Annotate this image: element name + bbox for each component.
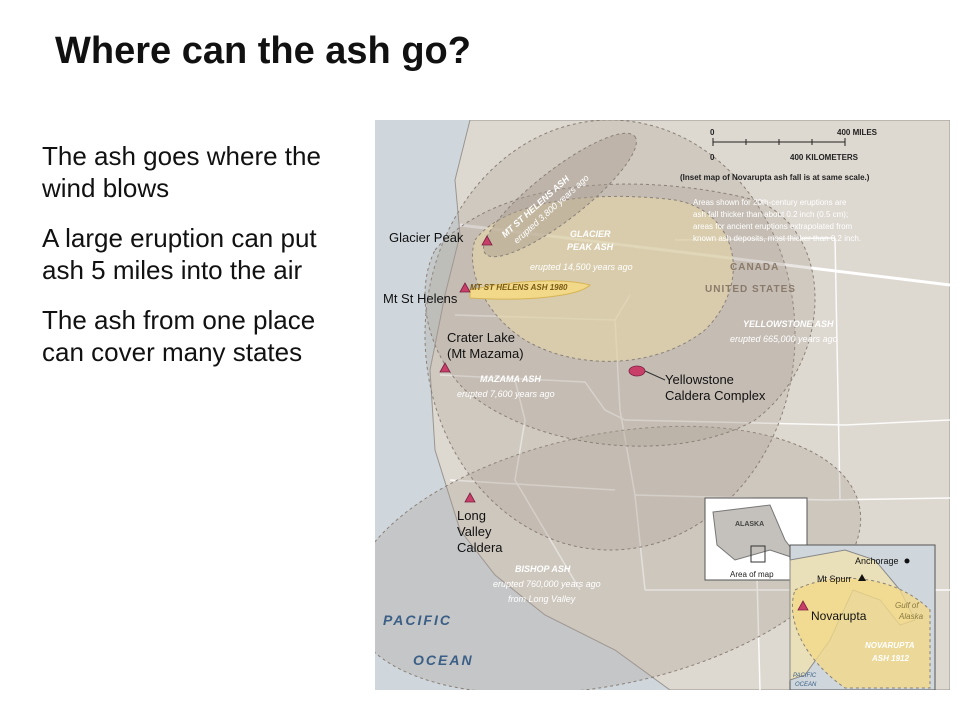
glacier-peak-ash-date: erupted 14,500 years ago bbox=[530, 262, 633, 272]
crater-lake-marker bbox=[439, 362, 451, 373]
st-helens-1980-label: MT ST HELENS ASH 1980 bbox=[470, 283, 568, 292]
bishop-ash-date-2: from Long Valley bbox=[508, 594, 576, 604]
inset-scale-note: (Inset map of Novarupta ash fall is at s… bbox=[680, 173, 870, 182]
ash-plumes bbox=[375, 120, 862, 690]
volcano-markers bbox=[439, 235, 646, 503]
svg-text:areas for ancient eruptions ex: areas for ancient eruptions extrapolated… bbox=[693, 222, 853, 231]
bullet-eruption-height: A large eruption can put ash 5 miles int… bbox=[42, 223, 317, 285]
pacific-label: PACIFIC bbox=[383, 612, 452, 628]
yellowstone-label-1: Yellowstone bbox=[665, 372, 734, 387]
legend-note: Areas shown for 20th-century eruptions a… bbox=[693, 198, 861, 243]
yellowstone-marker bbox=[628, 365, 646, 377]
glacier-peak-ash-plume bbox=[471, 195, 734, 362]
novarupta-inset: Anchorage Mt Spurr Novarupta Gulf of Ala… bbox=[789, 544, 936, 690]
long-valley-label-1: Long bbox=[457, 508, 486, 523]
st-helens-marker bbox=[459, 282, 471, 293]
mt-spurr-marker bbox=[858, 574, 866, 581]
area-of-map-label: Area of map bbox=[730, 570, 774, 579]
bullet-many-states: The ash from one place can cover many st… bbox=[42, 305, 316, 367]
bishop-ash-plume bbox=[375, 425, 862, 690]
scale-miles-end: 400 MILES bbox=[837, 128, 878, 137]
ash-fall-map: Glacier Peak Mt St Helens Crater Lake (M… bbox=[375, 120, 950, 690]
slide-title: Where can the ash go? bbox=[55, 30, 471, 72]
gulf-label-1: Gulf of bbox=[895, 601, 919, 610]
st-helens-3800-ash-plume bbox=[483, 132, 637, 258]
inset-ocean-label: OCEAN bbox=[795, 682, 817, 688]
anchorage-label: Anchorage bbox=[855, 556, 899, 566]
bishop-ash-label: BISHOP ASH bbox=[515, 564, 571, 574]
canada-label: CANADA bbox=[730, 262, 779, 273]
long-valley-marker bbox=[464, 492, 476, 503]
ocean-label: OCEAN bbox=[413, 652, 474, 668]
glacier-peak-ash-label-1: GLACIER bbox=[570, 229, 611, 239]
crater-lake-label-1: Crater Lake bbox=[447, 330, 515, 345]
yellowstone-ash-label: YELLOWSTONE ASH bbox=[743, 319, 834, 329]
alaska-label: ALASKA bbox=[735, 521, 764, 528]
inset-pacific-label: PACIFIC bbox=[793, 673, 817, 679]
novarupta-ash-plume bbox=[791, 577, 931, 689]
area-of-map-box bbox=[750, 545, 766, 563]
gulf-label-2: Alaska bbox=[898, 612, 924, 621]
novarupta-ash-label-2: ASH 1912 bbox=[871, 654, 909, 663]
united-states-label: UNITED STATES bbox=[705, 284, 796, 295]
yellowstone-ash-date: erupted 665,000 years ago bbox=[730, 334, 838, 344]
yellowstone-label-2: Caldera Complex bbox=[665, 388, 766, 403]
yellowstone-leader-line bbox=[644, 370, 666, 381]
long-valley-label-2: Valley bbox=[457, 524, 492, 539]
st-helens-1980-ash-plume bbox=[469, 280, 591, 300]
mazama-ash-label: MAZAMA ASH bbox=[480, 374, 541, 384]
bullet-list: The ash goes where the wind blows A larg… bbox=[42, 140, 332, 386]
svg-text:known ash deposits, most thick: known ash deposits, most thicker than 0.… bbox=[693, 234, 861, 243]
mazama-ash-date: erupted 7,600 years ago bbox=[457, 389, 555, 399]
novarupta-label: Novarupta bbox=[811, 609, 867, 623]
st-helens-label: Mt St Helens bbox=[383, 291, 458, 306]
scale-km-end: 400 KILOMETERS bbox=[790, 153, 859, 162]
svg-text:Areas shown for 20th-century e: Areas shown for 20th-century eruptions a… bbox=[693, 198, 847, 207]
anchorage-marker bbox=[904, 558, 910, 564]
mt-spurr-label: Mt Spurr bbox=[817, 574, 852, 584]
alaska-locator-inset: ALASKA Area of map bbox=[704, 497, 808, 581]
scale-zero-miles: 0 bbox=[710, 128, 715, 137]
glacier-peak-marker bbox=[481, 235, 493, 246]
svg-text:ash fall thicker than about 0.: ash fall thicker than about 0.2 inch (0.… bbox=[693, 210, 848, 219]
long-valley-label-3: Caldera bbox=[457, 540, 503, 555]
bishop-ash-date-1: erupted 760,000 years ago bbox=[493, 579, 601, 589]
novarupta-ash-label-1: NOVARUPTA bbox=[865, 641, 915, 650]
scale-bar: 0 400 MILES 0 400 KILOMETERS (Inset map … bbox=[680, 128, 878, 182]
scale-zero-km: 0 bbox=[710, 153, 715, 162]
bullet-wind: The ash goes where the wind blows bbox=[42, 141, 321, 203]
glacier-peak-label: Glacier Peak bbox=[389, 230, 464, 245]
crater-lake-label-2: (Mt Mazama) bbox=[447, 346, 524, 361]
glacier-peak-ash-label-2: PEAK ASH bbox=[567, 242, 614, 252]
novarupta-marker bbox=[797, 600, 809, 611]
